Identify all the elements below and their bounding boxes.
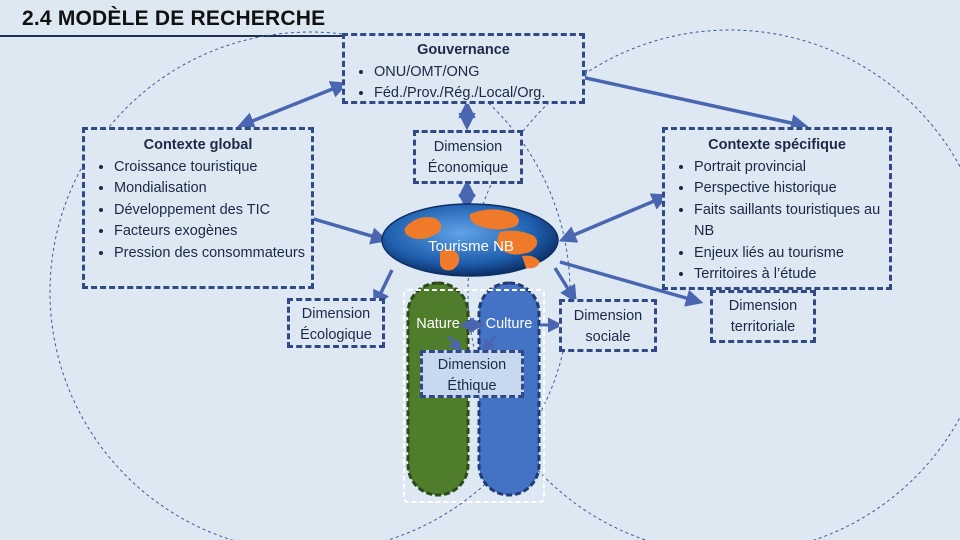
contexte-specifique-item: Perspective historique (694, 178, 889, 200)
arrow-gouvernance-global (236, 81, 349, 129)
gouvernance-box: Gouvernance ONU/OMT/ONG Féd./Prov./Rég./… (342, 33, 585, 104)
dimension-ecologique-label: Dimension Écologique (300, 306, 372, 343)
contexte-specifique-item: Enjeux liés au tourisme (694, 243, 889, 265)
arrow-culture-ethique (482, 335, 496, 352)
title-underline (0, 35, 345, 37)
pillars-frame (403, 289, 545, 503)
globe-icon (381, 203, 559, 277)
arrow-tourisme-sociale (553, 267, 577, 303)
contexte-specifique-item: Territoires à l’étude (694, 264, 889, 286)
page-title: 2.4 MODÈLE DE RECHERCHE (22, 7, 326, 30)
dimension-economique-label: Dimension Économique (427, 139, 509, 176)
contexte-specifique-header: Contexte spécifique (708, 137, 846, 153)
right-dimension-circle (467, 29, 960, 540)
tourisme-label: Tourisme NB (428, 238, 514, 255)
dimension-ecologique-box: Dimension Écologique (287, 298, 385, 348)
contexte-global-item: Pression des consommateurs (114, 243, 311, 265)
contexte-global-item: Facteurs exogènes (114, 221, 311, 243)
dimension-ethique-box: Dimension Éthique (420, 350, 524, 398)
contexte-specifique-item: Portrait provincial (694, 157, 889, 179)
contexte-global-item: Développement des TIC (114, 200, 311, 222)
contexte-specifique-item: Faits saillants touristiques au NB (694, 200, 889, 243)
arrow-tourisme-territoriale (559, 260, 704, 307)
dimension-economique-box: Dimension Économique (413, 130, 523, 184)
arrow-nature-ethique (447, 335, 462, 352)
contexte-global-item: Croissance touristique (114, 157, 311, 179)
arrow-specifique-tourisme (558, 193, 670, 243)
gouvernance-item: Féd./Prov./Rég./Local/Org. (374, 83, 582, 105)
contexte-global-box: Contexte global Croissance touristique M… (82, 127, 314, 289)
dimension-territoriale-box: Dimension territoriale (710, 290, 816, 343)
gouvernance-item: ONU/OMT/ONG (374, 62, 582, 84)
dimension-ethique-label: Dimension Éthique (437, 357, 507, 394)
contexte-global-item: Mondialisation (114, 178, 311, 200)
gouvernance-header: Gouvernance (417, 42, 510, 58)
dimension-territoriale-label: Dimension territoriale (728, 298, 798, 335)
contexte-global-header: Contexte global (143, 137, 253, 153)
arrow-gouvernance-specifique (568, 69, 809, 132)
dimension-sociale-box: Dimension sociale (559, 299, 657, 352)
dimension-sociale-label: Dimension sociale (573, 308, 643, 345)
nature-label: Nature (416, 316, 460, 332)
contexte-specifique-box: Contexte spécifique Portrait provincial … (662, 127, 892, 290)
culture-label: Culture (485, 316, 533, 332)
